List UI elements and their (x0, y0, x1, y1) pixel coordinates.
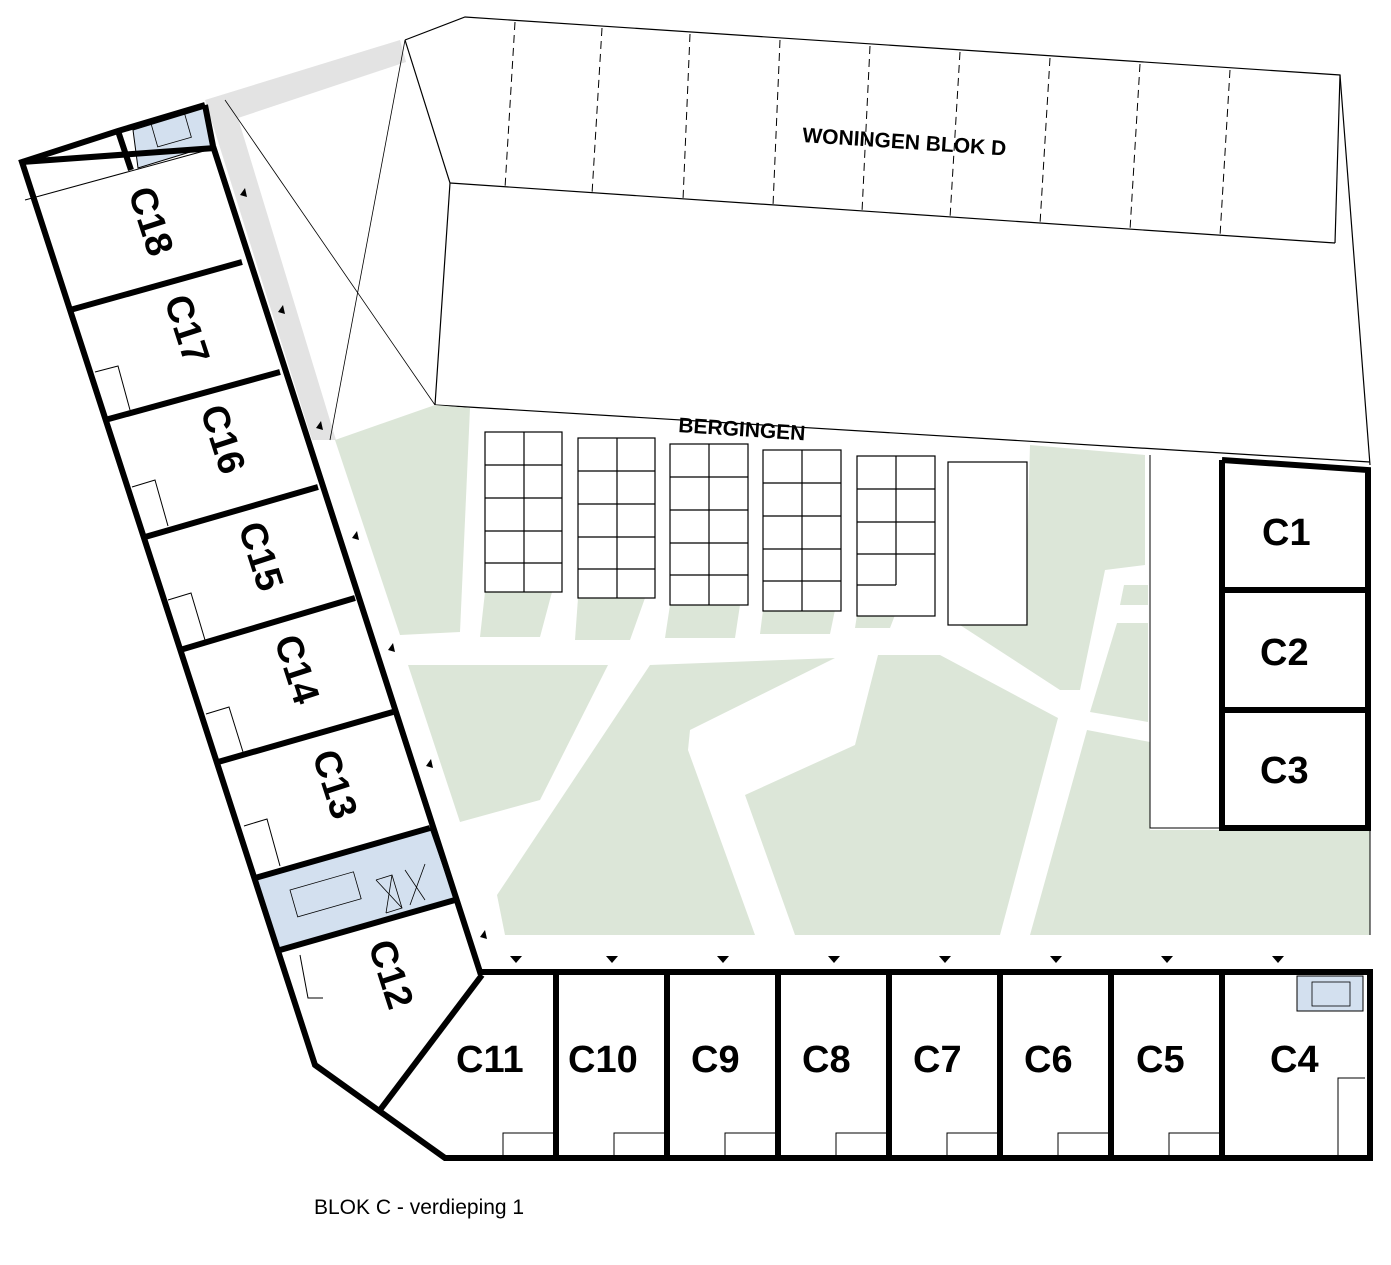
storage-units (484, 431, 1028, 626)
plan-caption: BLOK C - verdieping 1 (314, 1196, 525, 1219)
unit-c13: C13 (303, 745, 364, 824)
unit-c10: C10 (568, 1039, 638, 1081)
storage-block-3 (669, 443, 749, 606)
storage-block-2 (577, 437, 656, 599)
courtyard-green (335, 405, 1370, 935)
unit-c16: C16 (191, 400, 252, 479)
direction-arrows (240, 188, 1284, 963)
unit-c8: C8 (802, 1039, 851, 1081)
unit-c18: C18 (119, 182, 180, 261)
unit-c12: C12 (359, 935, 420, 1014)
void-lines (224, 39, 436, 441)
corridor-outline (24, 147, 1371, 935)
block-d (404, 16, 1371, 466)
block-d-label: WONINGEN BLOK D (802, 124, 1007, 160)
storage-block-1 (484, 431, 563, 593)
building-walls (18, 102, 1373, 1161)
storage-block-6 (947, 461, 1028, 626)
storage-block-5 (856, 455, 936, 617)
unit-c14: C14 (265, 630, 326, 709)
storage-block-4 (762, 449, 842, 612)
unit-c4: C4 (1270, 1039, 1319, 1081)
unit-c5: C5 (1136, 1039, 1185, 1081)
unit-c17: C17 (155, 290, 216, 369)
storage-label: BERGINGEN (678, 414, 806, 445)
unit-c11: C11 (456, 1039, 524, 1081)
unit-c1: C1 (1262, 512, 1311, 554)
unit-c15: C15 (229, 517, 290, 596)
unit-c9: C9 (691, 1039, 740, 1081)
stair-core-middle (254, 827, 456, 951)
unit-c2: C2 (1260, 632, 1309, 674)
unit-c7: C7 (913, 1039, 962, 1081)
stair-treads (149, 109, 1351, 1007)
unit-c6: C6 (1024, 1039, 1073, 1081)
unit-c3: C3 (1260, 750, 1309, 792)
corridor-void (205, 40, 406, 440)
door-details (94, 365, 1365, 1158)
